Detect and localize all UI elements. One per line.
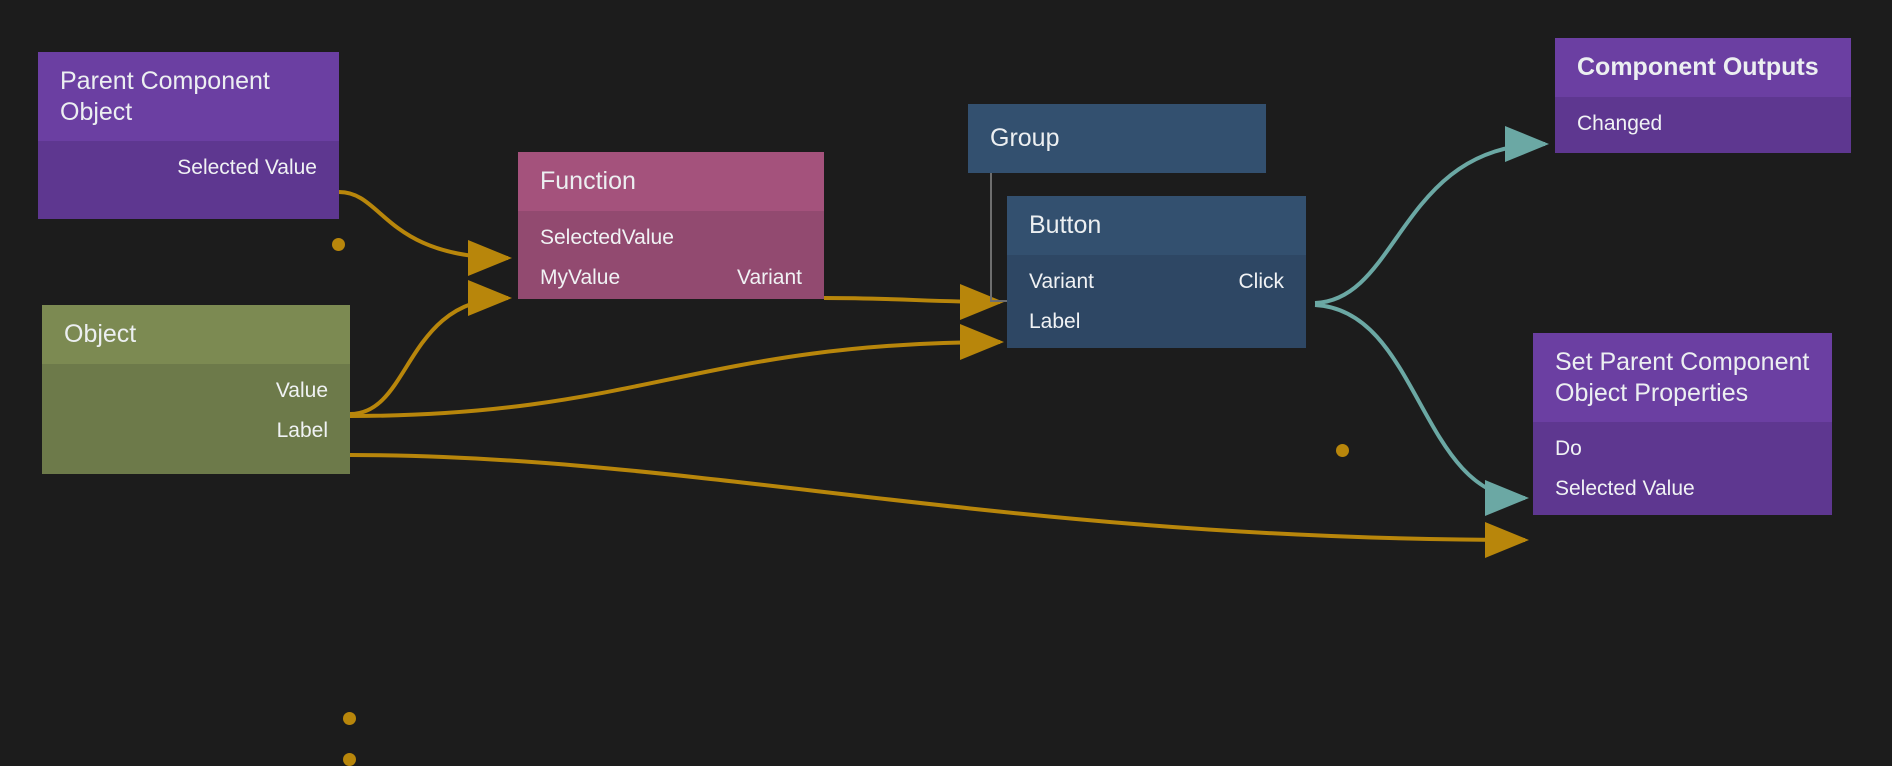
port-row-do[interactable]: Do: [1533, 429, 1832, 469]
node-body: Variant Click Label: [1007, 254, 1306, 348]
node-title: Group: [968, 104, 1266, 173]
link-button-click-to-setparent-do: [1314, 303, 1529, 516]
port-row-label[interactable]: Label: [42, 411, 350, 451]
port-row-changed[interactable]: Changed: [1555, 104, 1851, 144]
node-object[interactable]: Object Value Label: [42, 305, 356, 766]
port-label-myvalue: MyValue: [540, 265, 621, 289]
link-button-click-to-component-outputs-changed: [1314, 126, 1549, 305]
node-title: Component Outputs: [1555, 38, 1851, 97]
node-button[interactable]: Button Variant Click Label: [1007, 196, 1306, 348]
port-row-selectedvalue[interactable]: SelectedValue: [518, 218, 824, 258]
port-row-selected-value[interactable]: Selected Value: [1533, 469, 1832, 509]
port-label-variant: Variant: [1029, 269, 1094, 293]
port-row-label[interactable]: Label: [1007, 302, 1306, 342]
port-label: SelectedValue: [540, 225, 674, 249]
output-port-label[interactable]: [343, 753, 356, 766]
node-body: Do Selected Value: [1533, 422, 1832, 515]
link-object-value-to-function-myvalue: [349, 280, 512, 416]
port-row-variant-click[interactable]: Variant Click: [1007, 262, 1306, 302]
port-label: Value: [275, 378, 328, 402]
port-label-click: Click: [1238, 269, 1285, 293]
node-parent-component-object[interactable]: Parent Component Object Selected Value: [38, 52, 345, 251]
link-object-value-to-button-label: [349, 324, 1004, 418]
port-row-value[interactable]: Value: [42, 371, 350, 411]
output-port-variant[interactable]: [1336, 444, 1349, 457]
node-title: Object: [42, 305, 350, 364]
port-label-variant: Variant: [737, 265, 802, 289]
port-label: Selected Value: [177, 156, 317, 179]
node-title: Set Parent Component Object Properties: [1533, 333, 1832, 422]
port-label: Selected Value: [1555, 477, 1695, 500]
group-containment-line: [990, 170, 1010, 302]
node-body: Selected Value: [38, 141, 339, 219]
port-label: Changed: [1577, 111, 1663, 135]
node-group[interactable]: Group: [968, 104, 1266, 173]
link-parent-selectedvalue-to-function: [338, 190, 512, 276]
node-component-outputs[interactable]: Component Outputs Changed: [1555, 38, 1851, 153]
node-body: Value Label: [42, 363, 350, 474]
link-object-label-to-setparent-selectedvalue: [349, 453, 1529, 558]
port-label: Do: [1555, 437, 1582, 460]
port-label: Label: [1029, 309, 1081, 333]
node-set-parent-component-object-properties[interactable]: Set Parent Component Object Properties D…: [1533, 333, 1832, 515]
node-title: Function: [518, 152, 824, 211]
node-title: Button: [1007, 196, 1306, 255]
node-body: SelectedValue MyValue Variant: [518, 210, 824, 299]
port-label: Label: [276, 418, 328, 442]
node-function[interactable]: Function SelectedValue MyValue Variant: [518, 152, 1349, 457]
output-port-value[interactable]: [343, 712, 356, 725]
port-row-selected-value[interactable]: Selected Value: [38, 148, 339, 188]
link-function-variant-to-button-variant: [823, 283, 1004, 320]
node-title: Parent Component Object: [38, 52, 339, 141]
port-row-myvalue-variant[interactable]: MyValue Variant: [518, 258, 824, 298]
node-body: Changed: [1555, 96, 1851, 153]
output-port-selected-value[interactable]: [332, 238, 345, 251]
